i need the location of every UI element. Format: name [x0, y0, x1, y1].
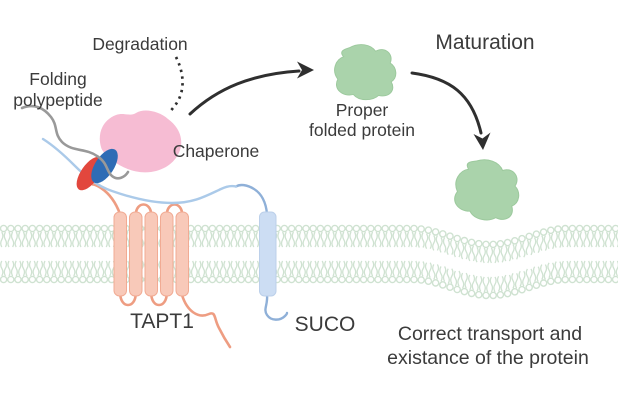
- suco-protein: [234, 183, 289, 321]
- maturation-arrow-1-shaft: [188, 69, 301, 116]
- proper-folded-label-line1: Proper: [336, 100, 389, 120]
- maturation-arrow-2-head: [473, 132, 491, 150]
- tapt1-label: TAPT1: [130, 310, 194, 333]
- chaperone-blob: [99, 110, 182, 173]
- tapt1-helices: [113, 211, 189, 297]
- folding-polypeptide-chain: [20, 104, 130, 180]
- maturation-arrow-1-head: [297, 61, 314, 79]
- suco-bottom-chain: [264, 293, 289, 321]
- tapt1-n-terminal-chain: [91, 183, 122, 216]
- degradation-label: Degradation: [92, 34, 187, 54]
- nascent-chain: [41, 137, 238, 205]
- proper-folded-protein-blob: [334, 44, 397, 101]
- tapt1-bottom-loop-1: [118, 292, 138, 307]
- degradation-dotted-line: [167, 56, 184, 114]
- tapt1-helix-5: [175, 211, 189, 297]
- folding-polypeptide-label-line2: polypeptide: [13, 90, 103, 110]
- maturation-arrow-1: [188, 61, 314, 116]
- tapt1-c-terminal-chain: [180, 293, 232, 349]
- maturation-arrow-2-shaft: [410, 71, 483, 135]
- suco-label: SUCO: [295, 313, 356, 336]
- tapt1-helix-1: [113, 211, 127, 297]
- outcome-label-line1: Correct transport and: [398, 323, 582, 345]
- tapt1-bottom-loop-2: [149, 292, 169, 307]
- tapt1-helix-3: [144, 211, 158, 297]
- maturation-arrow-2: [410, 71, 491, 150]
- proper-folded-label-line2: folded protein: [309, 120, 415, 140]
- lipid-heads: [0, 224, 618, 300]
- suco-transmembrane-domain: [259, 211, 277, 297]
- chaperone-label: Chaperone: [173, 141, 260, 161]
- maturation-label: Maturation: [435, 31, 534, 54]
- suco-top-chain: [234, 183, 269, 216]
- tapt1-helix-2: [129, 211, 143, 297]
- folding-polypeptide-label-line1: Folding: [29, 69, 86, 89]
- membrane-lipid-bilayer: [0, 224, 618, 300]
- outcome-label-line2: existance of the protein: [387, 347, 589, 369]
- tapt1-helix-4: [160, 211, 174, 297]
- mature-protein-blob: [449, 153, 526, 227]
- lipid-tails: [0, 231, 618, 293]
- tapt1-protein: [91, 183, 232, 349]
